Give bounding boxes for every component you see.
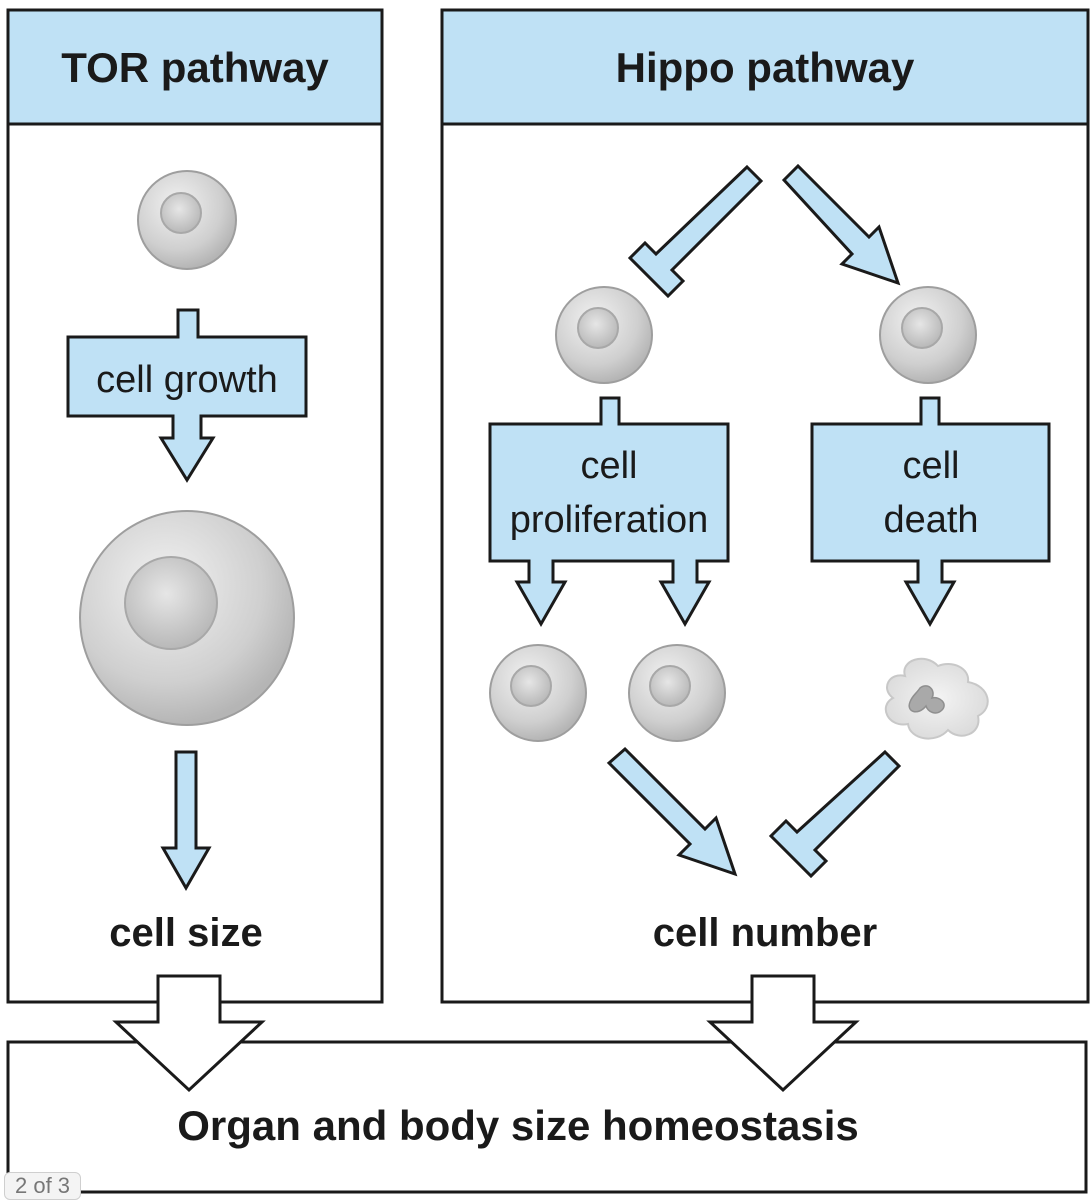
inhibit-cell-number-arrow xyxy=(768,749,902,879)
death-label-line1: cell xyxy=(902,445,959,487)
cell-number-label: cell number xyxy=(653,911,878,955)
dying-cell xyxy=(884,657,989,740)
cell-size-label: cell size xyxy=(109,911,262,955)
inhibition-arrow-left xyxy=(627,164,764,299)
to-cell-number-arrow xyxy=(606,746,738,877)
cell-left xyxy=(555,286,653,384)
outcome-label: Organ and body size homeostasis xyxy=(177,1102,859,1149)
cell-death-arrow: cell death xyxy=(810,396,1051,628)
cell-growth-label: cell growth xyxy=(96,359,278,401)
hippo-panel: Hippo pathway cell proliferation cell de… xyxy=(440,8,1090,1004)
pager-indicator: 2 of 3 xyxy=(4,1172,82,1200)
proliferation-label-line1: cell xyxy=(580,445,637,487)
large-cell xyxy=(79,510,295,726)
hippo-header xyxy=(440,8,1090,126)
proliferation-label-line2: proliferation xyxy=(510,499,709,541)
tor-panel: TOR pathway cell growth cell size xyxy=(6,8,384,1004)
small-cell xyxy=(137,170,237,270)
to-cell-size-arrow xyxy=(160,750,212,892)
death-label-line2: death xyxy=(883,499,978,541)
cell-proliferation-arrow: cell proliferation xyxy=(488,396,730,628)
daughter-cell-2 xyxy=(628,644,726,742)
cell-right xyxy=(879,286,977,384)
cell-growth-arrow: cell growth xyxy=(66,308,308,483)
tor-to-outcome-arrow xyxy=(112,974,266,1093)
tor-header xyxy=(6,8,384,126)
hippo-to-outcome-arrow xyxy=(706,974,860,1093)
hippo-title: Hippo pathway xyxy=(616,44,915,91)
activation-arrow-right xyxy=(781,163,901,286)
tor-title: TOR pathway xyxy=(61,44,329,91)
daughter-cell-1 xyxy=(489,644,587,742)
